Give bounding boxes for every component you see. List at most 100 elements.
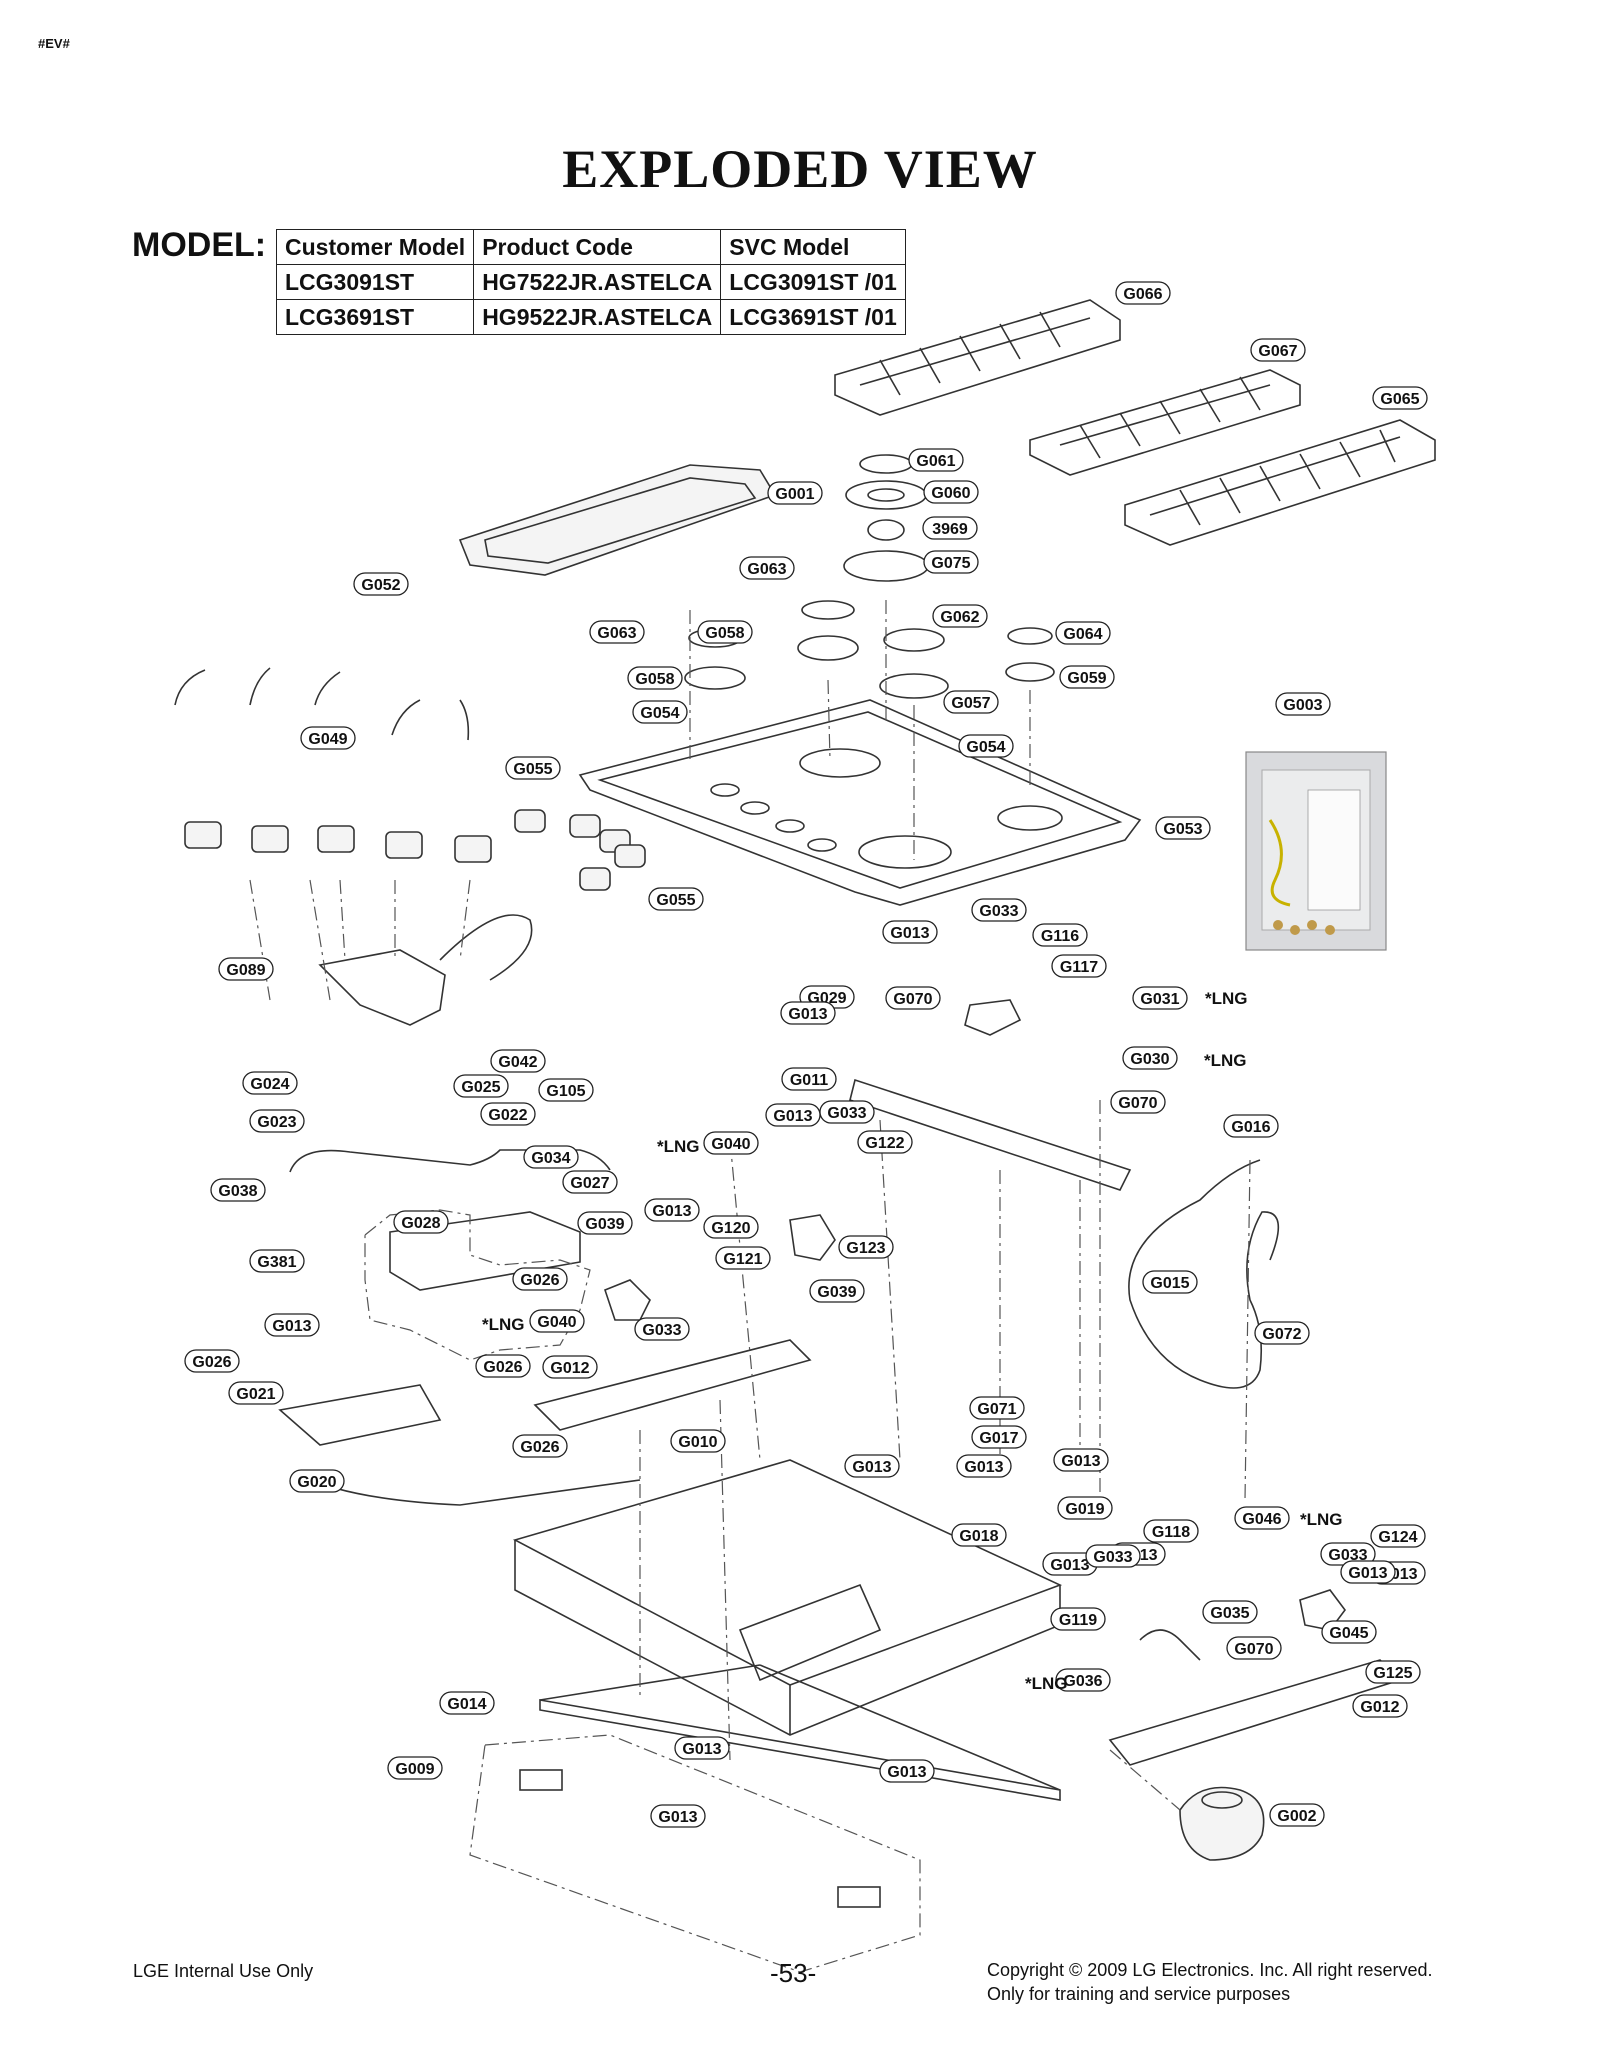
callout-label: G018 [959,1528,998,1545]
callout-g013: G013 [264,1313,320,1337]
callout-label: G049 [308,731,347,748]
callout-label: G013 [852,1459,891,1476]
callout-g026: G026 [512,1267,568,1291]
callout-bubble [780,1001,836,1025]
callout-label: G035 [1210,1605,1249,1622]
callout-g013: G013 [879,1759,935,1783]
callout-bubble [1050,1607,1106,1631]
callout-bubble [1365,1660,1421,1684]
model-table-header: Customer Model Product Code SVC Model [275,229,906,265]
callout-g026: G026 [184,1349,240,1373]
callout-bubble [1032,923,1088,947]
callout-g057: G057 [943,690,999,714]
callout-bubble [674,1736,730,1760]
callout-g060: G060 [923,480,979,504]
callout-bubble [879,1759,935,1783]
callout-g055: G055 [648,887,704,911]
callout-g012: G012 [542,1355,598,1379]
callout-g381: G381 [249,1249,305,1273]
callout-bubble [1059,665,1115,689]
callout-bubble [490,1049,546,1073]
callout-bubble [1122,1046,1178,1070]
callout-bubble [1085,1544,1141,1568]
callout-g119: G119 [1050,1607,1106,1631]
callout-bubble [632,700,688,724]
callout-g013: G013 [1340,1560,1396,1584]
callout-label: G011 [790,1072,828,1089]
ignition-harness-g052 [174,667,470,741]
callout-g070: G070 [1110,1090,1166,1114]
callout-bubble [882,920,938,944]
callout-label: G058 [635,671,674,688]
wiring-g089 [318,914,533,1026]
callout-g058: G058 [697,620,753,644]
callout-label: G125 [1373,1665,1412,1682]
callout-bubble [1370,1524,1426,1548]
callout-label: G038 [218,1183,257,1200]
footer-internal-use: LGE Internal Use Only [133,1961,314,1981]
callout-label: G054 [640,705,679,722]
callout-label: G026 [520,1272,559,1289]
callout-bubble [943,690,999,714]
callout-label: G120 [711,1220,750,1237]
callout-label: G039 [585,1216,624,1233]
callout-bubble [184,1349,240,1373]
callout-g022: G022 [480,1102,536,1126]
callout-g040: G040 [703,1131,759,1155]
callout-label: G119 [1059,1612,1097,1629]
callout-g013: G013 [1053,1448,1109,1472]
callout-label: G058 [705,625,744,642]
callout-label: G117 [1060,959,1098,976]
callout-label: G042 [498,1054,537,1071]
callout-label: G001 [775,486,814,503]
callout-bubble [353,572,409,596]
copyright-line-2: Only for training and service purposes [987,1984,1291,2004]
callout-g123: G123 [838,1235,894,1259]
callout-g058: G058 [627,666,683,690]
callout-label: G057 [951,695,990,712]
callout-bubble [210,1178,266,1202]
callout-bubble [922,516,978,540]
callout-bubble [562,1170,618,1194]
callout-g053: G053 [1155,816,1211,840]
callout-g036: G036 [1055,1668,1111,1692]
callout-label: G123 [846,1240,885,1257]
callout-label: G381 [257,1254,296,1271]
lng-note: *LNG [482,1315,525,1334]
callout-g038: G038 [210,1178,266,1202]
lng-note: *LNG [1204,1051,1247,1070]
callout-label: G002 [1277,1808,1316,1825]
table-cell: HG9522JR.ASTELCA [473,299,722,335]
header-cell: SVC Model [720,229,906,265]
callout-label: G063 [747,561,786,578]
callout-label: G075 [931,555,970,572]
callout-g002: G002 [1269,1803,1325,1827]
callout-bubble [908,448,964,472]
callout-g035: G035 [1202,1600,1258,1624]
callout-label: G013 [964,1459,1003,1476]
callout-label: G053 [1163,821,1202,838]
callout-g120: G120 [703,1215,759,1239]
callout-bubble [538,1078,594,1102]
callout-label: G020 [297,1474,336,1491]
callout-bubble [703,1131,759,1155]
callout-g049: G049 [300,726,356,750]
callout-g028: G028 [393,1210,449,1234]
callout-g105: G105 [538,1078,594,1102]
callout-label: G061 [916,453,955,470]
callout-bubble [242,1071,298,1095]
callout-g072: G072 [1254,1321,1310,1345]
callout-bubble [480,1102,536,1126]
callout-bubble [739,556,795,580]
copyright: Copyright © 2009 LG Electronics. Inc. Al… [987,1958,1432,2006]
callout-g116: G116 [1032,923,1088,947]
callout-bubble [249,1249,305,1273]
callout-g052: G052 [353,572,409,596]
callout-bubble [1053,1448,1109,1472]
callout-bubble [1057,1496,1113,1520]
callout-label: G040 [711,1136,750,1153]
callout-bubble [218,957,274,981]
callout-g025: G025 [453,1074,509,1098]
callout-g023: G023 [249,1109,305,1133]
